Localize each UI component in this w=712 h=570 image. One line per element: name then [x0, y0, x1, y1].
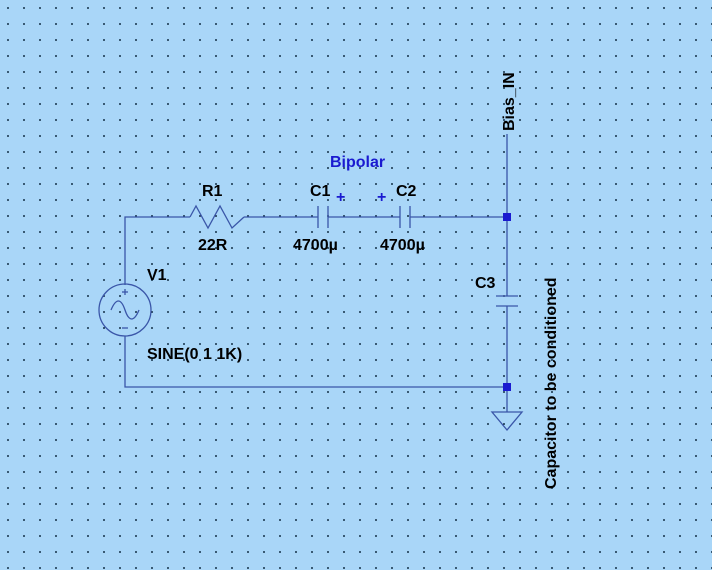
resistor-icon[interactable] [189, 204, 245, 230]
junction-top [503, 213, 511, 221]
v1-value: SINE(0 1 1K) [147, 346, 242, 363]
c1-name: C1 [310, 183, 331, 200]
junction-bottom [503, 383, 511, 391]
net-label-bias-in: Bias_IN [501, 72, 518, 131]
capacitor-icon[interactable] [317, 206, 329, 228]
r1-name: R1 [202, 183, 223, 200]
wire-top-left [124, 216, 190, 285]
ground-icon[interactable] [490, 411, 524, 432]
capacitor-icon[interactable] [496, 295, 518, 307]
capacitor-icon[interactable] [399, 206, 411, 228]
r1-value: 22R [198, 237, 228, 254]
note-capacitor-conditioned: Capacitor to be conditioned [543, 277, 560, 489]
sine-voltage-source-icon[interactable] [98, 283, 152, 337]
bipolar-label: Bipolar [330, 154, 385, 171]
wire-bottom-return [124, 336, 507, 388]
c2-name: C2 [396, 183, 417, 200]
c1-value: 4700µ [293, 237, 338, 254]
c2-polarity: + [377, 189, 386, 206]
c2-value: 4700µ [380, 237, 425, 254]
v1-name: V1 [147, 267, 167, 284]
c1-polarity: + [336, 189, 345, 206]
wires [124, 134, 508, 412]
c3-name: C3 [475, 275, 496, 292]
